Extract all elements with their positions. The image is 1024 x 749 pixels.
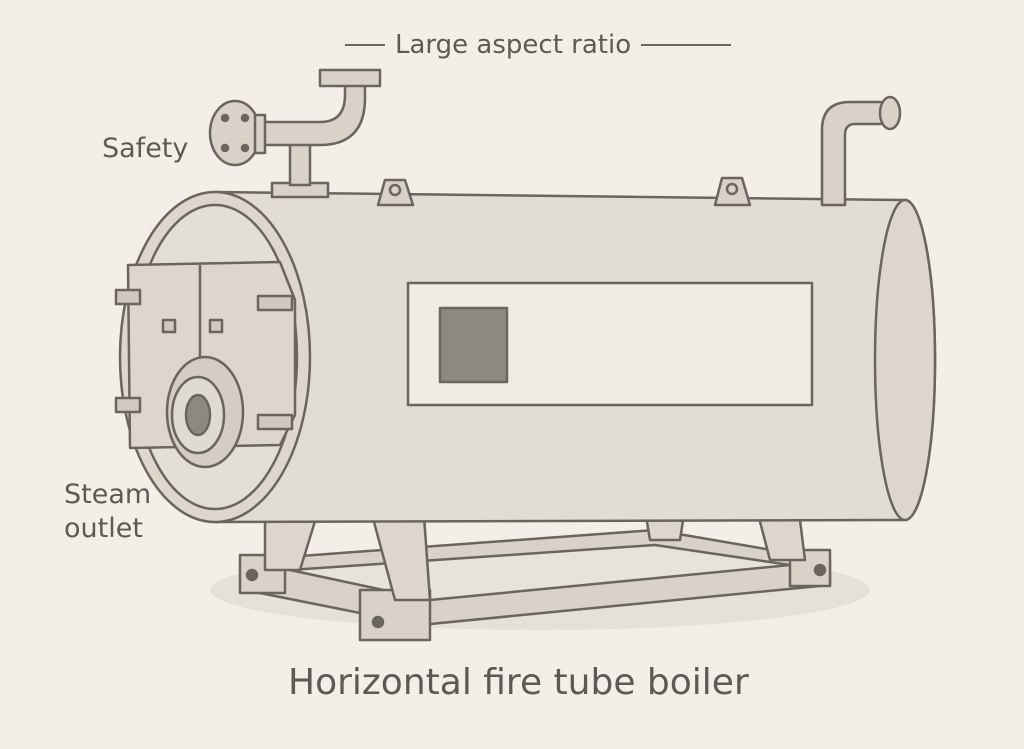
rear-vent-pipe xyxy=(820,100,887,207)
leader-line xyxy=(345,44,385,46)
steam-label-line2: outlet xyxy=(64,513,143,544)
steam-outlet-label: Steam outlet xyxy=(64,478,151,546)
safety-valve xyxy=(208,68,382,199)
sight-window xyxy=(438,306,509,384)
steam-outlet-flange xyxy=(165,355,245,469)
steam-label-line1: Steam xyxy=(64,479,152,510)
leader-line xyxy=(641,44,732,46)
safety-label: Safety xyxy=(102,133,189,164)
diagram-title: Horizontal fire tube boiler xyxy=(288,662,749,703)
shell-right-end xyxy=(873,198,937,522)
lifting-lug xyxy=(713,176,752,207)
aspect-ratio-text: Large aspect ratio xyxy=(395,30,632,60)
lifting-lug xyxy=(376,178,415,207)
aspect-ratio-label: Large aspect ratio xyxy=(345,30,732,60)
